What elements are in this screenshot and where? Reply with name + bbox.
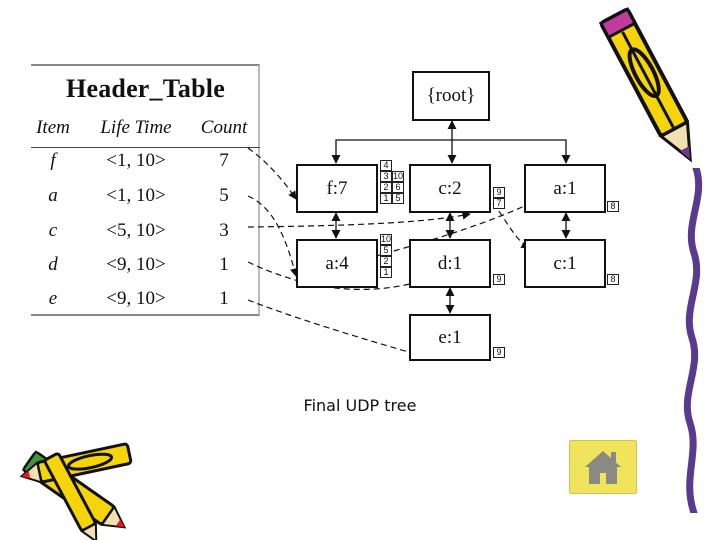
f7-list-cell: 1 — [380, 193, 392, 204]
edge-root-a1 — [452, 139, 571, 164]
node-f7: f:7 — [296, 164, 378, 213]
a4-list-cell: 1 — [380, 267, 392, 278]
row-a-count: 5 — [219, 185, 229, 206]
house-icon — [585, 451, 621, 484]
f7-list-cell: 6 — [392, 182, 404, 193]
c2-list-cell: 9 — [493, 187, 505, 198]
a4-list-cell: 10 — [380, 234, 392, 245]
node-c2: c:2 — [409, 164, 491, 213]
column-header-count: Count — [200, 117, 248, 138]
row-a-life-time: <1, 10> — [106, 185, 166, 206]
row-e-count: 1 — [219, 288, 229, 309]
row-c-count: 3 — [219, 220, 229, 241]
row-d-item: d — [48, 254, 58, 275]
a4-list-cell: 2 — [380, 256, 392, 267]
column-header-item: Item — [36, 117, 70, 138]
diagram-caption: Final UDP tree — [303, 396, 417, 415]
row-d-life-time: <9, 10> — [106, 254, 166, 275]
row-f-count: 7 — [219, 150, 229, 171]
node-e1: e:1 — [409, 314, 491, 361]
link-e — [247, 299, 420, 357]
f7-list-cell: 5 — [392, 193, 404, 204]
row-e-item: e — [48, 288, 58, 309]
header-table: Header_Table Item Life Time Count f <1, … — [31, 64, 260, 316]
f7-list-cell: 10 — [392, 171, 404, 182]
f7-list-cell: 3 — [380, 171, 392, 182]
link-d — [247, 261, 419, 291]
edge-root-f7 — [331, 139, 452, 164]
a4-list-cell: 5 — [380, 245, 392, 256]
node-a1: a:1 — [524, 164, 606, 213]
node-c1: c:1 — [524, 239, 606, 288]
d1-list-cell: 9 — [493, 274, 505, 285]
e1-list-cell: 9 — [493, 347, 505, 358]
link-c — [247, 211, 471, 228]
row-f-life-time: <1, 10> — [106, 150, 166, 171]
node-d1: d:1 — [409, 239, 491, 288]
pencils-clipart-icon — [19, 442, 133, 540]
home-button[interactable] — [569, 440, 637, 494]
row-f-item: f — [50, 150, 56, 171]
c1-list-cell: 8 — [607, 274, 619, 285]
node-a4: a:4 — [296, 239, 378, 288]
a1-list-cell: 8 — [607, 201, 619, 212]
row-c-item: c — [48, 220, 58, 241]
row-e-life-time: <9, 10> — [106, 288, 166, 309]
c2-list-cell: 7 — [493, 198, 505, 209]
link-f — [247, 147, 297, 200]
f7-list-cell: 4 — [380, 160, 392, 171]
row-a-item: a — [48, 185, 58, 206]
row-d-count: 1 — [219, 254, 229, 275]
pencil-clipart-icon — [598, 7, 692, 163]
header-table-title: Header_Table — [66, 74, 225, 103]
column-header-life-time: Life Time — [100, 117, 172, 138]
f7-list-cell: 2 — [380, 182, 392, 193]
header-rule — [31, 147, 260, 148]
row-c-life-time: <5, 10> — [106, 220, 166, 241]
node-root: {root} — [412, 71, 490, 121]
squiggle-border-icon — [683, 168, 703, 513]
link-a — [247, 195, 299, 277]
